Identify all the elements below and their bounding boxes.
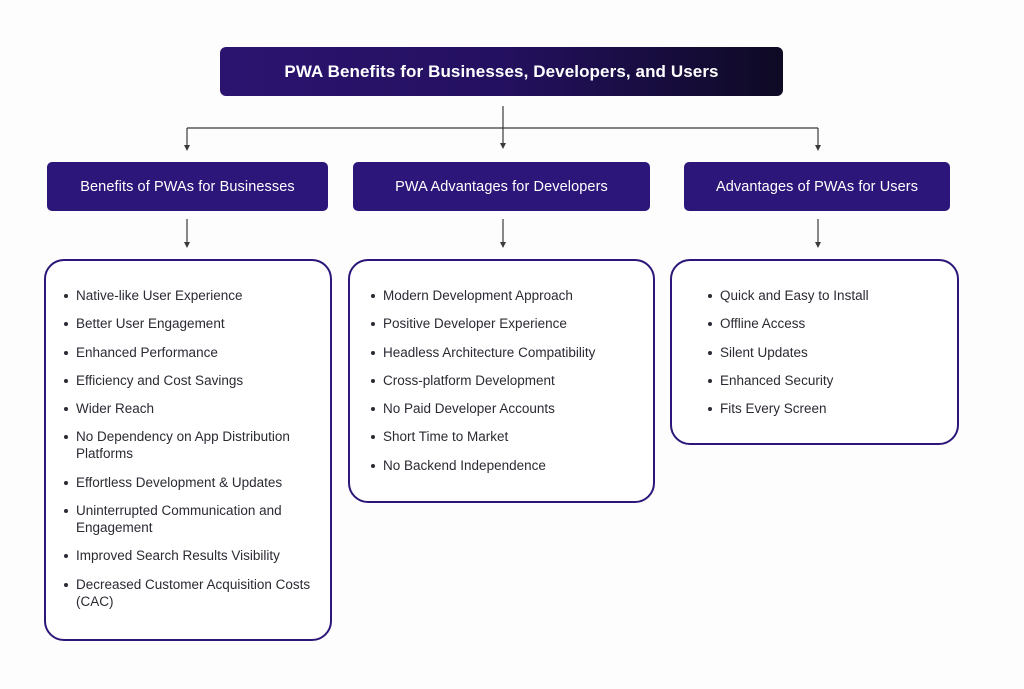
list-item: Wider Reach bbox=[64, 400, 320, 417]
list-item: Headless Architecture Compatibility bbox=[371, 344, 643, 361]
list-item: Better User Engagement bbox=[64, 315, 320, 332]
users-advantage-list: Quick and Easy to Install Offline Access… bbox=[670, 259, 959, 445]
list-item: No Paid Developer Accounts bbox=[371, 400, 643, 417]
list-item: No Dependency on App Distribution Platfo… bbox=[64, 428, 320, 462]
category-users: Advantages of PWAs for Users bbox=[684, 162, 950, 211]
users-items: Quick and Easy to Install Offline Access… bbox=[708, 287, 947, 428]
list-item: Offline Access bbox=[708, 315, 947, 332]
list-item: Native-like User Experience bbox=[64, 287, 320, 304]
category-businesses: Benefits of PWAs for Businesses bbox=[47, 162, 328, 211]
list-item: Uninterrupted Communication and Engageme… bbox=[64, 502, 320, 536]
category-developers: PWA Advantages for Developers bbox=[353, 162, 650, 211]
list-item: Positive Developer Experience bbox=[371, 315, 643, 332]
list-item: Enhanced Security bbox=[708, 372, 947, 389]
list-item: Quick and Easy to Install bbox=[708, 287, 947, 304]
developers-advantage-list: Modern Development Approach Positive Dev… bbox=[348, 259, 655, 503]
businesses-benefit-list: Native-like User Experience Better User … bbox=[44, 259, 332, 641]
list-item: Decreased Customer Acquisition Costs (CA… bbox=[64, 576, 320, 610]
list-item: Efficiency and Cost Savings bbox=[64, 372, 320, 389]
list-item: Fits Every Screen bbox=[708, 400, 947, 417]
list-item: Modern Development Approach bbox=[371, 287, 643, 304]
businesses-items: Native-like User Experience Better User … bbox=[64, 287, 320, 621]
list-item: Cross-platform Development bbox=[371, 372, 643, 389]
diagram-title: PWA Benefits for Businesses, Developers,… bbox=[220, 47, 783, 96]
list-item: Short Time to Market bbox=[371, 428, 643, 445]
developers-items: Modern Development Approach Positive Dev… bbox=[371, 287, 643, 485]
list-item: Enhanced Performance bbox=[64, 344, 320, 361]
list-item: Effortless Development & Updates bbox=[64, 474, 320, 491]
list-item: Silent Updates bbox=[708, 344, 947, 361]
list-item: No Backend Independence bbox=[371, 457, 643, 474]
list-item: Improved Search Results Visibility bbox=[64, 547, 320, 564]
